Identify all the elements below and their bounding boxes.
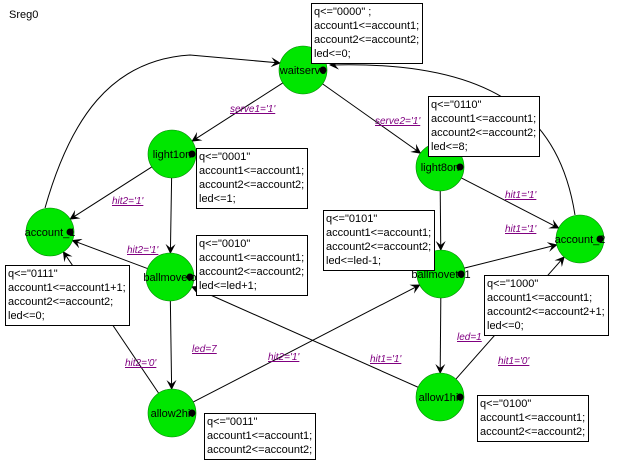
- state-circle[interactable]: [555, 214, 605, 264]
- action-line: account2<=account2;: [326, 241, 432, 253]
- action-line: q<="0000" ;: [314, 6, 372, 18]
- state-action-box-light8on[interactable]: q<="0110" account1<=account1; account2<=ac…: [428, 96, 541, 157]
- state-action-box-account_2[interactable]: q<="1000" account1<=account1; account2<=ac…: [484, 275, 609, 336]
- action-anchor-dot: [66, 228, 74, 236]
- action-line: account1<=account1;: [487, 292, 593, 304]
- action-anchor-dot: [319, 66, 327, 74]
- transition-condition: serve1='1': [230, 104, 276, 115]
- action-line: led<=0;: [8, 310, 45, 322]
- action-line: q<="0100": [480, 398, 532, 410]
- state-label: light8on: [421, 162, 460, 174]
- transition-light1on-to-account_1[interactable]: [69, 166, 153, 220]
- action-line: q<="0010": [199, 238, 251, 250]
- state-circle[interactable]: [25, 207, 75, 257]
- transition-condition: hit2='1': [112, 196, 144, 207]
- state-action-box-allow2hit[interactable]: q<="0011" account1<=account1; account2<=ac…: [204, 413, 317, 460]
- action-anchor-dot: [457, 270, 465, 278]
- state-label: light1on: [153, 149, 192, 161]
- transition-condition: led=1: [457, 332, 482, 343]
- action-line: account1<=account1;: [326, 227, 432, 239]
- state-label: allow1hit: [419, 392, 462, 404]
- state-label: account_2: [555, 234, 606, 246]
- transition-condition: hit1='1': [505, 224, 537, 235]
- transition-ballmoveto1-to-account_2[interactable]: [464, 242, 558, 269]
- transition-condition: hit1='1': [505, 190, 537, 201]
- state-circle[interactable]: [147, 388, 197, 438]
- state-label: ballmoveto: [143, 272, 196, 284]
- action-line: account2<=account2;: [199, 266, 305, 278]
- state-account_2[interactable]: account_2: [555, 214, 606, 264]
- action-line: account2<=account2;: [8, 296, 114, 308]
- state-label: waitserve: [279, 65, 326, 77]
- action-anchor-dot: [186, 273, 194, 281]
- state-circle[interactable]: [145, 252, 195, 302]
- transition-condition: hit2='1': [127, 245, 159, 256]
- state-action-box-ballmoveto[interactable]: q<="0010" account1<=account1; account2<=ac…: [196, 235, 309, 296]
- diagram-title: Sreg0: [9, 9, 39, 21]
- action-line: led<=led-1;: [326, 255, 382, 267]
- action-line: q<="0101": [326, 213, 378, 225]
- action-line: account1<=account1;: [480, 412, 586, 424]
- transition-condition: serve2='1': [375, 116, 421, 127]
- transition-ballmoveto-to-account_1[interactable]: [71, 238, 148, 270]
- transition-waitserve-to-light1on[interactable]: [191, 82, 284, 142]
- transition-ballmoveto-to-allow2hit[interactable]: [166, 300, 177, 391]
- transition-allow1hit-to-ballmoveto[interactable]: [191, 285, 419, 388]
- action-anchor-dot: [456, 163, 464, 171]
- action-anchor-dot: [596, 235, 604, 243]
- action-line: led<=0;: [314, 48, 351, 60]
- action-line: account2<=account2;: [199, 179, 305, 191]
- state-light1on[interactable]: light1on: [147, 129, 197, 179]
- state-action-box-light1on[interactable]: q<="0001" account1<=account1; account2<=ac…: [196, 148, 309, 209]
- action-line: account1<=account1;: [199, 165, 305, 177]
- transition-account_1-to-waitserve[interactable]: [44, 54, 281, 209]
- action-line: led<=8;: [431, 141, 468, 153]
- action-line: account1<=account1;: [207, 430, 313, 442]
- state-allow2hit[interactable]: allow2hit: [147, 388, 197, 438]
- action-anchor-dot: [188, 409, 196, 417]
- state-account_1[interactable]: account_1: [25, 207, 76, 257]
- action-line: led<=0;: [487, 320, 524, 332]
- state-ballmoveto[interactable]: ballmoveto: [143, 252, 197, 302]
- state-action-box-ballmoveto1[interactable]: q<="0101" account1<=account1; account2<=ac…: [323, 210, 436, 271]
- action-line: led<=1;: [199, 193, 236, 205]
- transition-condition: hit2='0': [125, 358, 157, 369]
- action-line: account1<=account1+1;: [8, 282, 126, 294]
- transition-waitserve-to-light8on[interactable]: [322, 83, 422, 154]
- transition-condition: hit1='1': [370, 354, 402, 365]
- state-action-box-account_1[interactable]: q<="0111" account1<=account1+1; account2<=…: [5, 265, 130, 326]
- state-circle[interactable]: [415, 372, 465, 422]
- transition-condition: hit1='0': [498, 356, 530, 367]
- transition-condition: led=7: [192, 344, 217, 355]
- action-line: account2<=account2;: [314, 34, 420, 46]
- action-anchor-dot: [188, 150, 196, 158]
- action-line: q<="0011": [207, 416, 258, 428]
- action-line: account1<=account1;: [314, 20, 420, 32]
- action-line: q<="1000": [487, 278, 539, 290]
- transition-light1on-to-ballmoveto[interactable]: [165, 177, 176, 255]
- transition-ballmoveto1-to-allow1hit[interactable]: [435, 297, 446, 375]
- action-line: account2<=account2;: [431, 127, 537, 139]
- state-action-box-allow1hit[interactable]: q<="0100" account1<=account1; account2<=ac…: [477, 395, 590, 442]
- state-label: allow2hit: [151, 408, 194, 420]
- transition-light8on-to-account_2[interactable]: [461, 177, 560, 229]
- action-anchor-dot: [456, 393, 464, 401]
- transition-allow2hit-to-ballmoveto1[interactable]: [193, 284, 421, 403]
- action-line: led<=led+1;: [199, 280, 257, 292]
- state-label: account_1: [25, 227, 76, 239]
- action-line: q<="0111": [8, 268, 58, 280]
- state-label: ballmoveto1: [411, 269, 470, 281]
- action-line: q<="0001": [199, 151, 251, 163]
- transition-light8on-to-ballmoveto1[interactable]: [435, 190, 446, 252]
- state-action-box-waitserve[interactable]: q<="0000" ; account1<=account1; account2<=…: [311, 3, 424, 64]
- action-line: account2<=account2;: [480, 426, 586, 438]
- action-line: account2<=account2+1;: [487, 306, 605, 318]
- state-allow1hit[interactable]: allow1hit: [415, 372, 465, 422]
- action-line: q<="0110": [431, 99, 482, 111]
- action-line: account1<=account1;: [431, 113, 537, 125]
- transition-condition: hit2='1': [268, 352, 300, 363]
- action-line: account2<=account2;: [207, 444, 313, 456]
- action-line: account1<=account1;: [199, 252, 305, 264]
